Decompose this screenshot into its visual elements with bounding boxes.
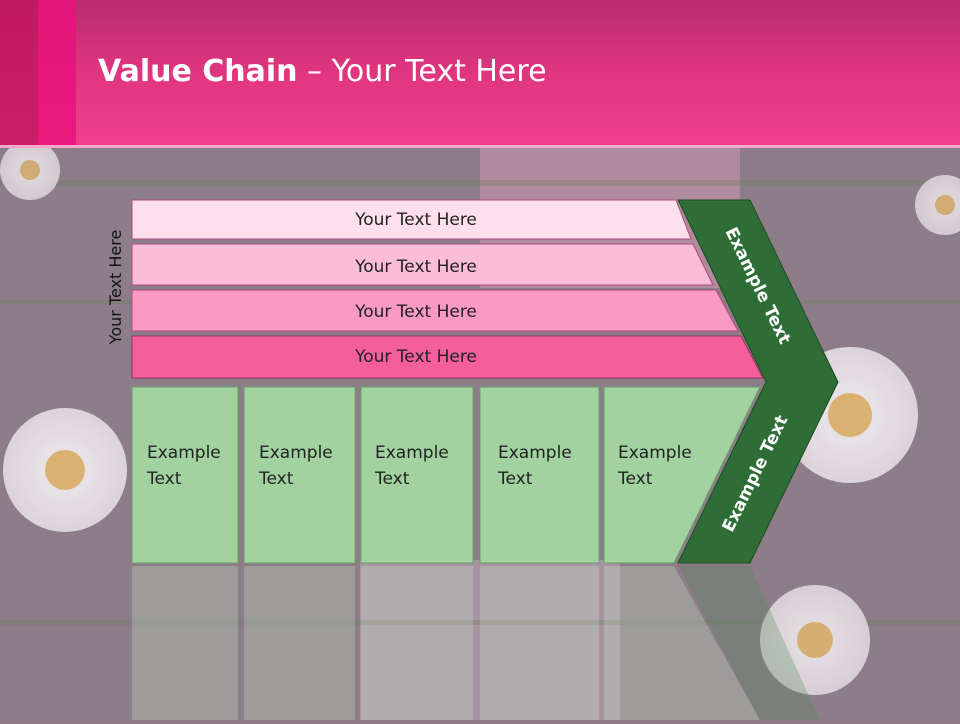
reflection-box xyxy=(244,566,355,720)
bar-1-label: Your Text Here xyxy=(354,210,477,230)
bar-1 xyxy=(131,199,692,240)
activity-box-5-line2: Text xyxy=(617,469,653,489)
activity-box-1-line1: Example xyxy=(147,443,221,463)
activity-box-2 xyxy=(243,386,356,564)
side-label: Your Text Here xyxy=(106,230,125,346)
bar-3-label: Your Text Here xyxy=(354,302,477,322)
activity-box-5-line1: Example xyxy=(618,443,692,463)
diagram-reflection xyxy=(132,566,820,720)
margin-arrow xyxy=(677,199,839,564)
reflection-arrow xyxy=(678,566,820,720)
activity-box-5 xyxy=(603,386,761,564)
header-divider xyxy=(0,145,960,148)
bar-4-label: Your Text Here xyxy=(354,347,477,367)
bar-3 xyxy=(131,289,739,332)
activity-box-1-line2: Text xyxy=(146,469,182,489)
header-banner xyxy=(0,0,960,145)
daisy-flower-top-right xyxy=(915,175,960,235)
header-accent-square xyxy=(38,0,76,145)
bar-2-label: Your Text Here xyxy=(354,257,477,277)
page-title: Value Chain – Your Text Here xyxy=(98,54,547,89)
daisy-flower-bottom-right xyxy=(760,585,870,695)
activity-box-4-line1: Example xyxy=(498,443,572,463)
bar-2 xyxy=(131,243,714,286)
activity-box-1 xyxy=(131,386,239,564)
bar-4 xyxy=(131,335,764,379)
activity-box-2-line1: Example xyxy=(259,443,333,463)
activity-box-3-line2: Text xyxy=(374,469,410,489)
activity-box-2-line2: Text xyxy=(258,469,294,489)
reflection-box xyxy=(132,566,238,720)
activity-box-3-line1: Example xyxy=(375,443,449,463)
reflection-box xyxy=(480,566,599,720)
activity-box-3 xyxy=(360,386,474,564)
title-rest: – Your Text Here xyxy=(297,54,547,89)
daisy-flower-top-left xyxy=(0,140,60,200)
activity-box-4 xyxy=(479,386,600,564)
daisy-flower-left xyxy=(3,408,127,532)
activity-box-4-line2: Text xyxy=(497,469,533,489)
reflection-box xyxy=(604,566,760,720)
header-accent-square xyxy=(0,0,38,145)
reflection-box xyxy=(361,566,473,720)
title-bold: Value Chain xyxy=(98,54,298,89)
